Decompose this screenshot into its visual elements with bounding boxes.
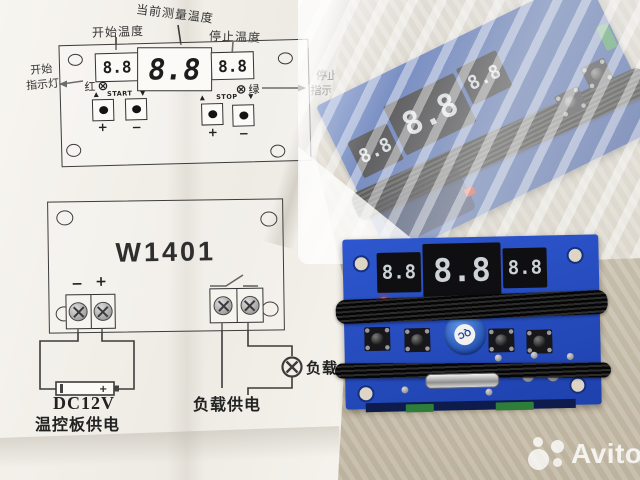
diagram-display-current: 8.8: [137, 47, 213, 92]
mounting-hole-mark: [66, 143, 82, 158]
green-terminal: [405, 403, 434, 413]
tact-button: [526, 329, 553, 354]
diagram-display-stop: 8.8: [210, 51, 255, 81]
solder-pad: [401, 386, 409, 394]
model-number: W1401: [115, 236, 217, 268]
module-display-center: 8.8: [422, 242, 502, 299]
minus-sign: −: [238, 126, 250, 141]
mounting-hole-mark: [56, 210, 74, 226]
relay-terminal-block: [209, 287, 264, 324]
solder-pad: [530, 351, 538, 359]
terminal-cell: [66, 295, 92, 329]
start-plus-button-mark: [91, 98, 115, 122]
solder-pad: [566, 352, 574, 361]
qc-sticker: QC: [451, 321, 479, 349]
start-minus-button-mark: [124, 97, 148, 121]
start-label: START: [106, 89, 133, 99]
label-start-indicator: 开始 指示灯: [21, 61, 63, 94]
minus-sign: −: [131, 120, 142, 135]
arrow-down-icon: ▼: [248, 92, 254, 101]
thermostat-module: 8.8 8.8 8.8 QC: [334, 234, 612, 413]
module-display-right: 8.8: [502, 247, 548, 289]
diagram-display-current-digits: 8.8: [146, 52, 204, 87]
terminal-plus-label: +: [95, 273, 108, 290]
mounting-hole: [352, 255, 370, 273]
start-buttons-label: ▲ START ▼: [94, 89, 146, 98]
module-display-left: 8.8: [376, 252, 422, 293]
mounting-hole: [566, 246, 584, 265]
watermark-text: Avito: [571, 438, 640, 469]
label-start-indicator-line1: 开始: [29, 62, 53, 77]
mounting-hole: [357, 385, 375, 403]
tact-button: [404, 327, 431, 353]
label-start-indicator-line2: 指示灯: [25, 76, 60, 93]
mounting-hole-mark: [270, 144, 286, 158]
mounting-hole-mark: [67, 53, 83, 67]
terminal-cell: [237, 289, 263, 322]
solder-pad: [494, 354, 502, 362]
arrow-up-icon: ▲: [93, 90, 100, 99]
mounting-hole: [569, 376, 587, 394]
temperature-probe: [425, 372, 500, 389]
stop-plus-button-mark: [201, 103, 224, 126]
terminal-screw: [240, 295, 260, 315]
mounting-hole-mark: [277, 52, 294, 65]
green-terminal: [495, 401, 534, 411]
arrow-down-icon: ▼: [140, 89, 146, 98]
mounting-hole-mark: [261, 301, 279, 317]
plus-sign: +: [97, 120, 108, 135]
terminal-cell: [91, 295, 115, 328]
board-outline-diagram: W1401 − +: [47, 198, 285, 334]
load-supply-caption: 负载供电: [193, 395, 262, 414]
stop-minus-button-mark: [232, 104, 255, 127]
terminal-screw: [213, 296, 233, 316]
avito-logo-icon: [528, 437, 565, 471]
power-terminal-block: [65, 293, 116, 330]
board-edge: [365, 398, 576, 413]
stop-label: STOP: [216, 92, 238, 102]
terminal-minus-label: −: [71, 276, 84, 293]
psu-voltage-label: DC12V: [53, 393, 115, 413]
plus-sign: +: [207, 125, 219, 140]
label-start-temp: 开始温度: [91, 24, 145, 40]
stop-buttons-label: ▲ STOP ▼: [200, 92, 254, 101]
arrow-up-icon: ▲: [199, 93, 206, 102]
solder-pad: [485, 388, 493, 396]
tact-button: [364, 326, 391, 352]
label-current-temp: 当前测量温度: [135, 2, 215, 26]
terminal-screw: [93, 301, 113, 322]
bagged-module: 8.8 8.8 8.8: [298, 0, 640, 264]
front-panel-diagram: 8.8 8.8 8.8 红 ⊗ ⊗ 绿 ▲ START ▼ + − ▲ ST: [58, 38, 312, 168]
load-label: 负载: [306, 359, 339, 377]
terminal-screw: [68, 302, 89, 322]
psu-caption: 温控板供电: [35, 415, 121, 434]
terminal-cell: [210, 289, 238, 323]
avito-watermark: Avito: [528, 437, 640, 471]
tact-button: [488, 328, 515, 353]
mounting-hole-mark: [260, 211, 278, 227]
